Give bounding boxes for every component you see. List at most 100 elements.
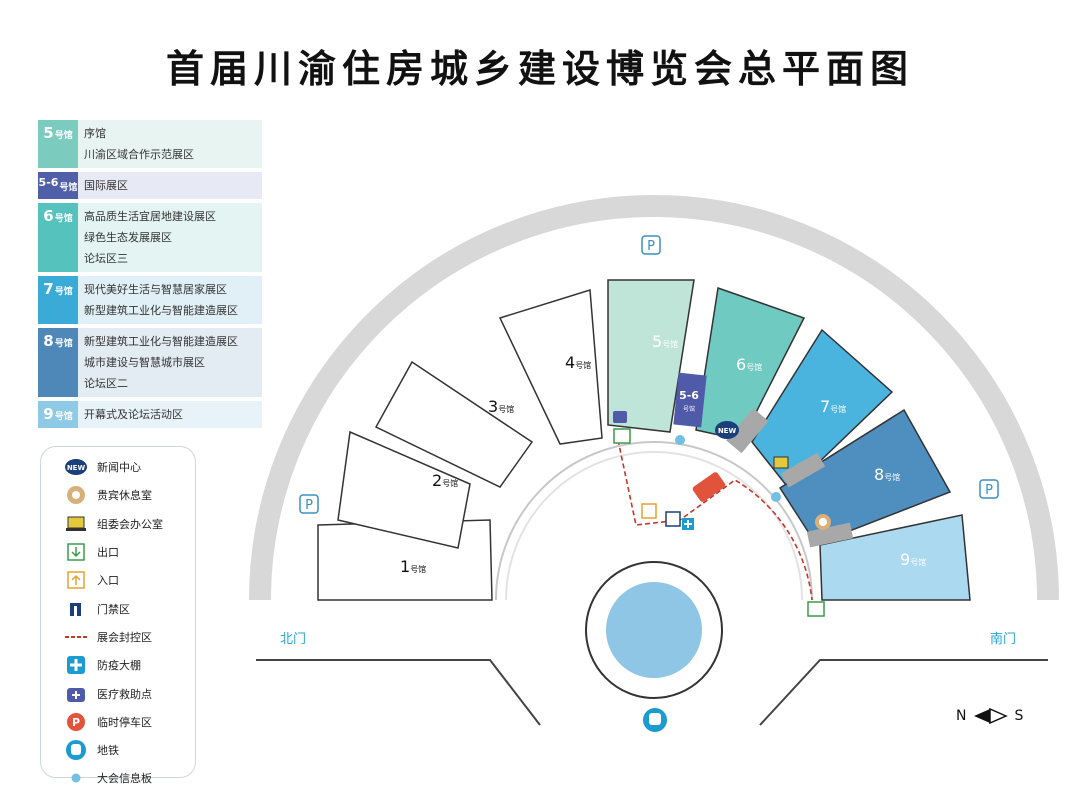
- legend-item: 大会信息板: [65, 764, 195, 792]
- legend-label: 临时停车区: [97, 715, 152, 729]
- hall-5-6: 5-6 号馆: [673, 372, 707, 428]
- legend-label: 新闻中心: [97, 461, 141, 475]
- legend-label: 出口: [97, 546, 119, 560]
- zone-description: 开幕式及论坛活动区: [84, 408, 183, 421]
- parking-icon: P: [65, 711, 87, 733]
- legend-item: 展会封控区: [65, 623, 195, 651]
- hall-shape: [607, 279, 695, 433]
- hall-2: 2号馆: [337, 430, 471, 549]
- legend-label: 贵宾休息室: [97, 489, 152, 503]
- gate-icon: [65, 598, 87, 620]
- zone-description: 序馆川渝区域合作示范展区: [84, 127, 194, 161]
- new-icon: NEW: [715, 421, 739, 439]
- plaza-pool: [606, 582, 702, 678]
- hall-label: 7号馆: [820, 397, 846, 416]
- legend-item: 出口: [65, 538, 195, 566]
- metro-icon: [643, 708, 667, 732]
- legend-label: 防疫大棚: [97, 659, 141, 673]
- epidemic-tent-icon: [682, 518, 694, 530]
- legend-label: 门禁区: [97, 602, 130, 616]
- legend-item: 地铁: [65, 736, 195, 764]
- svg-text:P: P: [647, 239, 655, 254]
- hall-4: 4号馆: [498, 289, 603, 445]
- inner-walkway: [495, 441, 813, 601]
- legend-item: 贵宾休息室: [65, 481, 195, 509]
- entrance-icon: [65, 569, 87, 591]
- legend-item: P 临时停车区: [65, 708, 195, 736]
- new-icon: NEW: [65, 456, 87, 478]
- legend-item: 门禁区: [65, 594, 195, 622]
- legend-label: 大会信息板: [97, 772, 152, 786]
- zone-description: 高品质生活宜居地建设展区绿色生态发展展区论坛区三: [84, 210, 216, 265]
- exit-icon: [65, 541, 87, 563]
- zone-description: 新型建筑工业化与智能建造展区城市建设与智慧城市展区论坛区二: [84, 335, 238, 390]
- hall-label: 8号馆: [874, 465, 900, 484]
- legend-item: 医疗救助点: [65, 679, 195, 707]
- hall-9: 9号馆: [819, 514, 971, 601]
- hall-shape: [337, 430, 471, 549]
- hall-shape: [374, 360, 534, 488]
- svg-text:P: P: [985, 483, 993, 498]
- epidemic-tent-icon: [65, 654, 87, 676]
- hall-label: 4号馆: [565, 353, 591, 372]
- hall-shape: [498, 289, 603, 445]
- medical-icon: [65, 683, 87, 705]
- office-icon: [65, 513, 87, 535]
- page-title: 首届川渝住房城乡建设博览会总平面图: [165, 47, 914, 91]
- info-board-icon: [771, 492, 781, 502]
- legend-item: 入口: [65, 566, 195, 594]
- svg-text:NEW: NEW: [718, 427, 737, 435]
- hall-label: 9号馆: [900, 550, 926, 569]
- legend-label: 组委会办公室: [97, 517, 163, 531]
- medical-icon: [613, 411, 627, 423]
- legend-item: 组委会办公室: [65, 510, 195, 538]
- north-gate-label: 北门: [280, 632, 306, 647]
- office-icon: [773, 456, 789, 469]
- legend-label: 医疗救助点: [97, 687, 152, 701]
- hall-shape: [819, 514, 971, 601]
- hall-label: 2号馆: [432, 471, 458, 490]
- zone-description: 现代美好生活与智慧居家展区新型建筑工业化与智能建造展区: [84, 283, 238, 317]
- legend-label: 地铁: [97, 744, 119, 758]
- hall-5: 5号馆: [607, 279, 695, 433]
- hall-label: 3号馆: [488, 397, 514, 416]
- info-board-icon: [675, 435, 685, 445]
- svg-text:NEW: NEW: [67, 464, 86, 472]
- hall-label: 1号馆: [400, 557, 426, 576]
- legend-item: 防疫大棚: [65, 651, 195, 679]
- metro-icon: [65, 739, 87, 761]
- legend-label: 入口: [97, 574, 119, 588]
- exit-icon: [807, 601, 825, 617]
- zone-description: 国际展区: [84, 179, 128, 192]
- compass: N S: [956, 708, 1024, 724]
- hall-3: 3号馆: [374, 360, 534, 488]
- outer-ring: [249, 195, 1059, 601]
- vip-lounge-icon: [65, 484, 87, 506]
- gate-icon: [665, 511, 681, 527]
- control-zone-line: [617, 439, 813, 601]
- parking-icon: P: [641, 235, 661, 255]
- parking-icon: P: [299, 494, 319, 514]
- vip-lounge-icon: [815, 514, 831, 530]
- svg-text:号馆: 号馆: [683, 405, 695, 413]
- svg-text:P: P: [305, 498, 313, 513]
- dashed-line-icon: [65, 626, 87, 648]
- exit-icon: [613, 428, 631, 444]
- svg-text:P: P: [72, 716, 80, 729]
- legend-item: NEW 新闻中心: [65, 453, 195, 481]
- hall-label: 6号馆: [736, 355, 762, 374]
- road: [256, 659, 541, 726]
- south-gate-label: 南门: [990, 631, 1016, 647]
